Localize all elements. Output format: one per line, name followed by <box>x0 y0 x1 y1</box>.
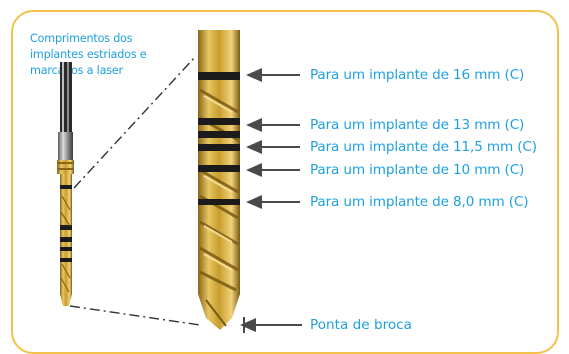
label-drill-tip: Ponta de broca <box>310 317 412 333</box>
label-implant-16mm: Para um implante de 16 mm (C) <box>310 67 525 83</box>
large-drill <box>198 30 240 330</box>
zoom-line-top <box>73 55 197 189</box>
caption-text: Comprimentos dos implantes estriados e m… <box>30 32 147 77</box>
pointer-arrows <box>240 68 302 333</box>
label-implant-11-5mm: Para um implante de 11,5 mm (C) <box>310 139 537 155</box>
zoom-line-bottom <box>69 305 201 326</box>
label-implant-8mm: Para um implante de 8,0 mm (C) <box>310 194 529 210</box>
small-drill <box>57 62 74 306</box>
label-implant-13mm: Para um implante de 13 mm (C) <box>310 117 525 133</box>
label-implant-10mm: Para um implante de 10 mm (C) <box>310 162 525 178</box>
